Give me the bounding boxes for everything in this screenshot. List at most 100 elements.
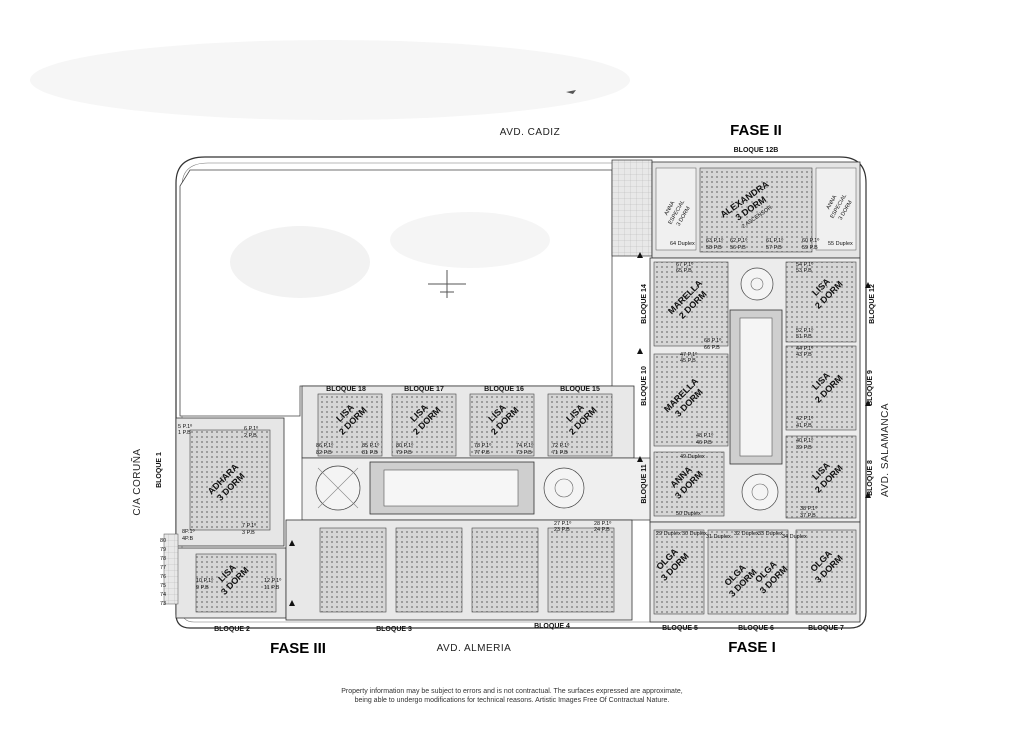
unit-34: 34 Duplex <box>782 534 807 540</box>
pool-east-water <box>739 317 773 457</box>
block-18-building <box>317 393 383 457</box>
fountain-south-east-inner <box>751 483 769 501</box>
unit-51: 51 P.B <box>796 334 812 340</box>
background-haze <box>30 40 630 120</box>
block-15-building <box>547 393 613 457</box>
unit-78: 78 P.1º <box>474 442 491 449</box>
arrow-up-icon <box>637 252 643 258</box>
unit-67: 67 P.1º <box>676 261 693 268</box>
bloque-10-label: BLOQUE 10 <box>641 366 648 406</box>
block-4a-building <box>471 527 539 613</box>
unit-62: 62 P.1º <box>730 237 747 244</box>
unit-labels: 64 Duplex 63 P.1º 58 P.B 62 P.1º 56 P.B … <box>178 237 853 591</box>
fountain-north <box>740 267 774 301</box>
unit-31: 31 Duplex <box>706 534 731 540</box>
fountain-central-east-inner <box>554 478 574 498</box>
unit-29: 29 Duplex <box>656 531 681 537</box>
bloque-7-label: BLOQUE 7 <box>808 625 844 632</box>
unit-66: 66 P.B <box>704 345 720 351</box>
unit-68: 68 P.1º <box>704 337 721 344</box>
unit-45: 45 P.B <box>680 358 696 364</box>
fountain-west-paths <box>317 467 359 509</box>
block-17-building <box>391 393 457 457</box>
unit-56: 56 P.B <box>730 245 746 251</box>
unit-24: 24 P.B <box>594 527 610 533</box>
parking-number: 75 <box>160 583 166 589</box>
unit-71: 71 P.B <box>552 450 568 456</box>
block-16-building <box>469 393 535 457</box>
disclaimer-line-1: Property information may be subject to e… <box>341 688 683 695</box>
block-14-building <box>653 261 729 347</box>
bloque-17-label: BLOQUE 17 <box>404 386 444 393</box>
unit-32: 32 Duplex <box>734 531 759 537</box>
unit-11: 11 P.B <box>264 585 280 591</box>
unit-85: 85 P.1º <box>362 442 379 449</box>
unit-2: 2 P.B <box>244 433 257 439</box>
bloque-9-label: BLOQUE 9 <box>867 370 874 406</box>
disclaimer-line-2: being able to undergo modifications for … <box>354 697 670 704</box>
fountain-south-east <box>741 473 779 511</box>
bloque-15-label: BLOQUE 15 <box>560 386 600 393</box>
fountain-central-east <box>543 467 585 509</box>
arrow-up-icon <box>865 492 871 498</box>
bloque-5-label: BLOQUE 5 <box>662 625 698 632</box>
phase-2-label: FASE II <box>730 122 782 139</box>
empty-lot <box>179 169 613 417</box>
arrow-up-icon <box>865 282 871 288</box>
unit-60: 60 P.1º <box>802 237 819 244</box>
unit-57: 57 P.B <box>766 245 782 251</box>
block-12-building <box>785 261 857 343</box>
parking-number: 80 <box>160 538 166 544</box>
bloque-12-label: BLOQUE 12 <box>869 284 876 324</box>
unit-61: 61 P.1º <box>766 237 783 244</box>
street-south: AVD. ALMERIA <box>437 643 512 654</box>
unit-3: 3 P.B <box>242 530 255 536</box>
airplane-icon <box>428 270 466 298</box>
pool-central-water <box>383 469 519 507</box>
unit-59: 59 P.B <box>802 245 818 251</box>
unit-73: 73 P.B <box>516 450 532 456</box>
parking-strip-top <box>611 159 653 257</box>
unit-44: 44 P.1º <box>796 345 813 352</box>
unit-82: 82 P.B <box>316 450 332 456</box>
block-2-building <box>195 553 277 613</box>
parking-number: 73 <box>160 601 166 607</box>
bloque-14-label: BLOQUE 14 <box>641 284 648 324</box>
bloque-3-label: BLOQUE 3 <box>376 626 412 633</box>
unit-23: 23 P.B <box>554 527 570 533</box>
bloque-2-label: BLOQUE 2 <box>214 626 250 633</box>
street-west: C/A CORUÑA <box>130 448 143 515</box>
bird-mark <box>566 90 576 94</box>
bloque-4-label: BLOQUE 4 <box>534 623 570 630</box>
unit-74: 74 P.1º <box>516 442 533 449</box>
unit-10: 10 P.1º <box>196 577 213 584</box>
parking-number: 74 <box>160 592 166 598</box>
block-3a-building <box>319 527 387 613</box>
block-4b-building <box>547 527 615 613</box>
block-1-building <box>189 429 271 531</box>
block-12b-core <box>699 167 813 253</box>
site-boundary <box>175 156 867 629</box>
parking-number: 79 <box>160 547 166 553</box>
unit-86: 86 P.1º <box>316 442 333 449</box>
unit-40: 40 P.1º <box>796 437 813 444</box>
unit-12: 12 P.1º <box>264 577 281 584</box>
block-10-building <box>653 353 729 447</box>
arrow-up-icon <box>637 456 643 462</box>
lot-shading <box>230 226 370 298</box>
bloque-6-label: BLOQUE 6 <box>738 625 774 632</box>
bloque-16-label: BLOQUE 16 <box>484 386 524 393</box>
unit-79: 79 P.B <box>396 450 412 456</box>
parking-number: 77 <box>160 565 166 571</box>
block-11-building <box>653 451 725 517</box>
unit-52: 52 P.1º <box>796 327 813 334</box>
unit-80: 80 P.1º <box>396 442 413 449</box>
bloque-12b-label: BLOQUE 12B <box>734 147 779 154</box>
unit-41: 41 P.B <box>796 423 812 429</box>
unit-5: 5 P.1º <box>178 423 192 430</box>
bloque-8-label: BLOQUE 8 <box>867 460 874 496</box>
phase-3-label: FASE III <box>270 640 326 657</box>
unit-7: 7 P.1º <box>242 522 256 529</box>
